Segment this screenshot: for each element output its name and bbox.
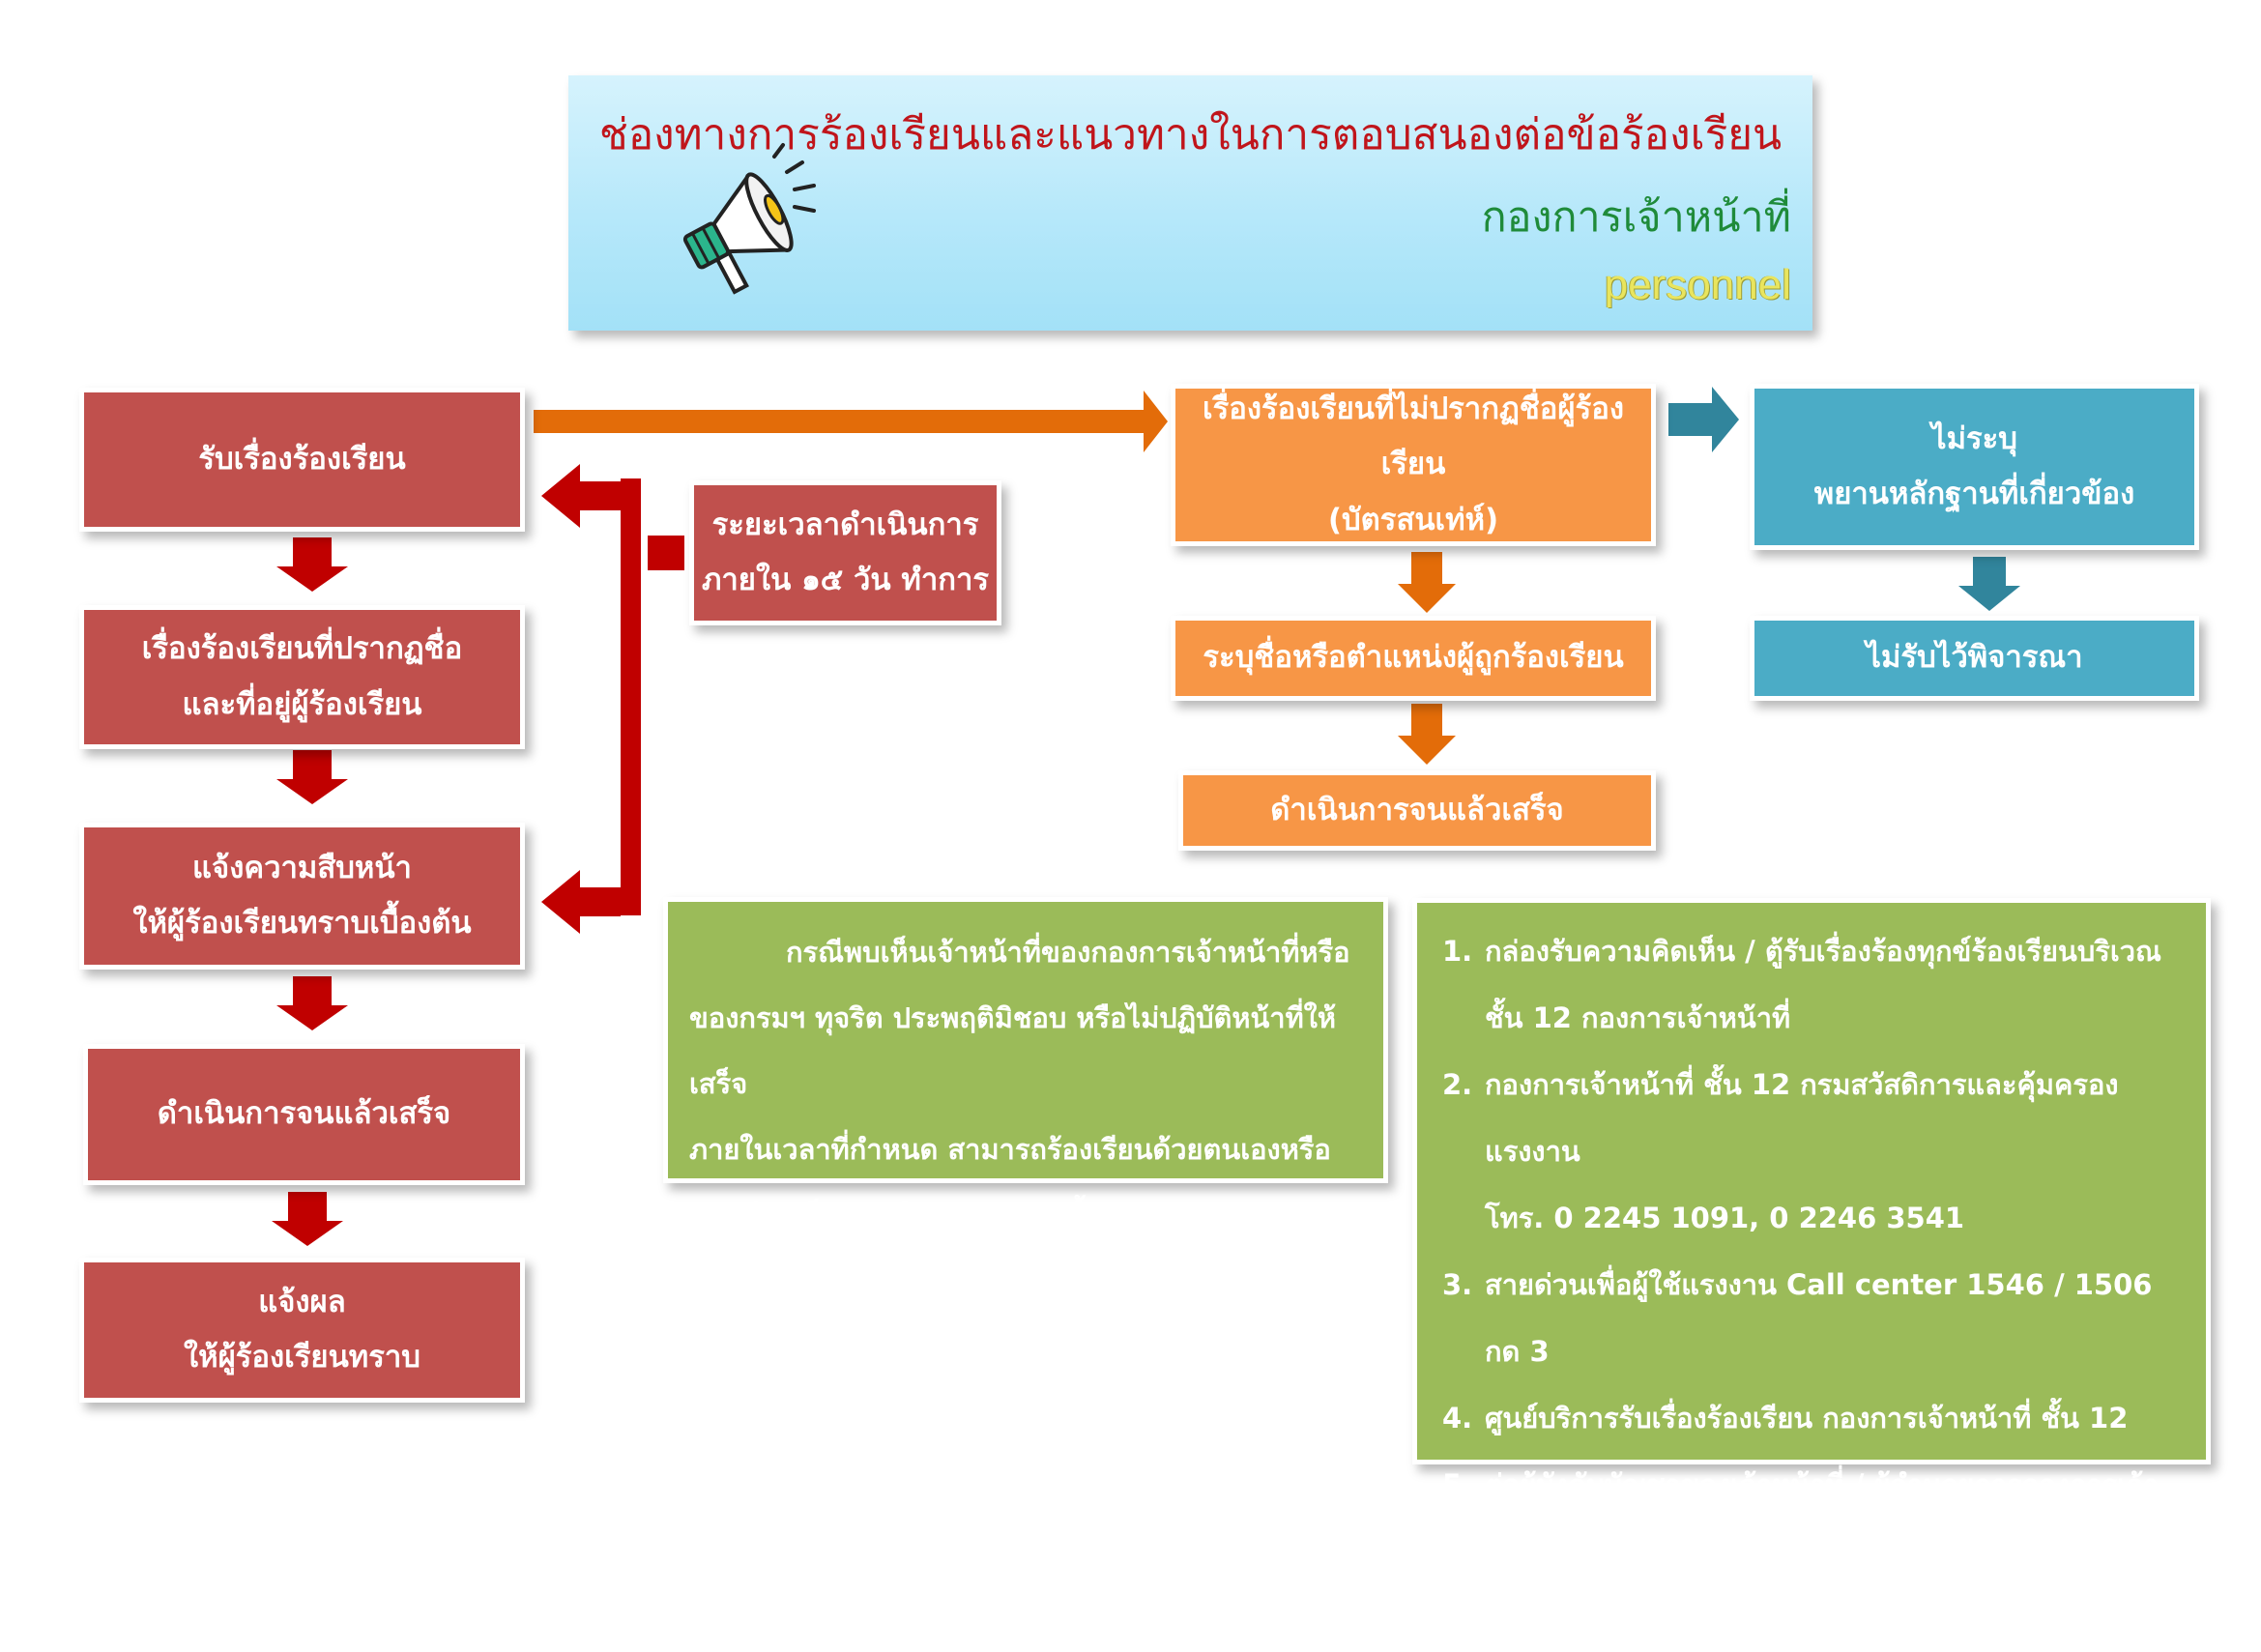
arrow-left-bottom xyxy=(541,870,621,934)
receive-complaint-box: รับเรื่องร้องเรียน xyxy=(79,388,525,532)
timeframe-box: ระยะเวลาดำเนินการ ภายใน ๑๕ วัน ทำการ xyxy=(689,480,1001,625)
arrow-down-blue xyxy=(1958,557,2020,611)
complaint-info-line-3: ภายในเวลาที่กำหนด สามารถร้องเรียนด้วยตนเ… xyxy=(689,1133,1331,1166)
named-complaint-line-2: และที่อยู่ผู้ร้องเรียน xyxy=(182,686,422,722)
identify-accused-box: ระบุชื่อหรือตำแหน่งผู้ถูกร้องเรียน xyxy=(1171,616,1656,701)
identify-accused-label: ระบุชื่อหรือตำแหน่งผู้ถูกร้องเรียน xyxy=(1203,640,1624,676)
not-considered-box: ไม่รับไว้พิจารณา xyxy=(1750,616,2199,701)
channels-box: 1. กล่องรับความคิดเห็น / ตู้รับเรื่องร้อ… xyxy=(1412,898,2211,1635)
anonymous-complaint-line-1: เรื่องร้องเรียนที่ไม่ปรากฏชื่อผู้ร้องเรี… xyxy=(1202,391,1624,482)
channel-text: ต่อผู้บังคับบัญชาของเจ้าหน้าที่ / ผู้อำน… xyxy=(1485,1468,2160,1568)
arrow-down-4 xyxy=(272,1192,343,1246)
channel-item: 2. กองการเจ้าหน้าที่ ชั้น 12 กรมสวัสดิกา… xyxy=(1442,1052,2190,1185)
timeframe-line-1: ระยะเวลาดำเนินการ xyxy=(711,507,979,542)
no-evidence-line-1: ไม่ระบุ xyxy=(1930,420,2017,456)
channel-number: 4. xyxy=(1442,1402,1473,1435)
channel-item: 6. ต่ออธิบดี / หัวหน้าส่วนราชการ xyxy=(1442,1585,2190,1652)
named-complaint-line-1: เรื่องร้องเรียนที่ปรากฏชื่อ xyxy=(141,631,463,667)
progress-notice-line-2: ให้ผู้ร้องเรียนทราบเบื้องต้น xyxy=(132,906,472,941)
channel-item: 3. สายด่วนเพื่อผู้ใช้แรงงาน Call center … xyxy=(1442,1252,2190,1385)
middle-complete-box: ดำเนินการจนแล้วเสร็จ xyxy=(1178,770,1656,851)
complaint-info-box: กรณีพบเห็นเจ้าหน้าที่ของกองการเจ้าหน้าที… xyxy=(663,897,1388,1232)
report-result-line-2: ให้ผู้ร้องเรียนทราบ xyxy=(184,1340,420,1375)
channel-number: 6. xyxy=(1442,1602,1473,1635)
anonymous-complaint-box: เรื่องร้องเรียนที่ไม่ปรากฏชื่อผู้ร้องเรี… xyxy=(1171,384,1656,546)
page-title: ช่องทางการร้องเรียนและแนวทางในการตอบสนอง… xyxy=(598,110,1783,159)
megaphone-icon xyxy=(682,143,837,300)
channel-text-continued: โทร. 0 2245 1091, 0 2246 3541 xyxy=(1485,1202,1965,1234)
complaint-info-line-2: ของกรมฯ ทุจริต ประพฤติมิชอบ หรือไม่ปฏิบั… xyxy=(689,1001,1336,1100)
bracket-tick xyxy=(648,536,684,570)
arrow-down-1 xyxy=(276,537,348,592)
anonymous-complaint-line-2: (บัตรสนเท่ห์) xyxy=(1327,502,1499,537)
arrow-right-blue xyxy=(1668,387,1739,452)
no-evidence-line-2: พยานหลักฐานที่เกี่ยวข้อง xyxy=(1813,477,2135,511)
channel-item: 4. ศูนย์บริการรับเรื่องร้องเรียน กองการเ… xyxy=(1442,1385,2190,1452)
receive-complaint-label: รับเรื่องร้องเรียน xyxy=(198,441,406,477)
arrow-down-orange-2 xyxy=(1398,704,1456,765)
channel-number: 2. xyxy=(1442,1068,1473,1101)
arrow-left-top xyxy=(541,464,621,528)
complaint-info-line-1: กรณีพบเห็นเจ้าหน้าที่ของกองการเจ้าหน้าที… xyxy=(786,936,1350,969)
channel-text: กล่องรับความคิดเห็น / ตู้รับเรื่องร้องทุ… xyxy=(1485,935,2161,968)
department-name: กองการเจ้าหน้าที่ xyxy=(1481,193,1791,242)
flow-arrows xyxy=(272,387,2020,1246)
channel-number: 3. xyxy=(1442,1268,1473,1301)
progress-notice-line-1: แจ้งความสืบหน้า xyxy=(192,850,412,885)
report-result-box: แจ้งผล ให้ผู้ร้องเรียนทราบ xyxy=(79,1258,525,1403)
report-result-line-1: แจ้งผล xyxy=(258,1284,346,1319)
named-complaint-box: เรื่องร้องเรียนที่ปรากฏชื่อ และที่อยู่ผู… xyxy=(79,605,525,749)
channel-text: กองการเจ้าหน้าที่ ชั้น 12 กรมสวัสดิการแล… xyxy=(1485,1068,2119,1168)
header-banner: ช่องทางการร้องเรียนและแนวทางในการตอบสนอง… xyxy=(568,75,1812,331)
channel-text: สายด่วนเพื่อผู้ใช้แรงงาน Call center 154… xyxy=(1485,1268,2153,1368)
arrow-down-2 xyxy=(276,750,348,804)
complete-process-box: ดำเนินการจนแล้วเสร็จ xyxy=(83,1044,525,1185)
arrow-right-orange xyxy=(534,391,1168,452)
banner-subtitle: personnel xyxy=(1604,261,1791,308)
channel-item: 5. ต่อผู้บังคับบัญชาของเจ้าหน้าที่ / ผู้… xyxy=(1442,1452,2190,1585)
channel-text-continued: ชั้น 12 กองการเจ้าหน้าที่ xyxy=(1485,1001,1791,1034)
arrow-down-3 xyxy=(276,976,348,1030)
not-considered-label: ไม่รับไว้พิจารณา xyxy=(1866,640,2083,676)
timeframe-line-2: ภายใน ๑๕ วัน ทำการ xyxy=(701,563,990,597)
channel-text: ศูนย์บริการรับเรื่องร้องเรียน กองการเจ้า… xyxy=(1485,1402,2129,1435)
progress-notice-box: แจ้งความสืบหน้า ให้ผู้ร้องเรียนทราบเบื้อ… xyxy=(79,823,525,970)
complete-process-label: ดำเนินการจนแล้วเสร็จ xyxy=(157,1096,451,1132)
no-evidence-box: ไม่ระบุ พยานหลักฐานที่เกี่ยวข้อง xyxy=(1750,384,2199,550)
complaint-info-line-4: ร้องเรียนเป็นหนังสือ ช่องทางดังนี้ xyxy=(689,1199,1086,1232)
middle-complete-label: ดำเนินการจนแล้วเสร็จ xyxy=(1270,792,1564,827)
channel-number: 1. xyxy=(1442,935,1473,968)
bracket-bar xyxy=(621,478,641,915)
channel-item: 1. กล่องรับความคิดเห็น / ตู้รับเรื่องร้อ… xyxy=(1442,918,2190,985)
channel-text: ต่ออธิบดี / หัวหน้าส่วนราชการ xyxy=(1485,1602,1857,1635)
arrow-down-orange-1 xyxy=(1398,552,1456,613)
channel-number: 5. xyxy=(1442,1468,1473,1501)
